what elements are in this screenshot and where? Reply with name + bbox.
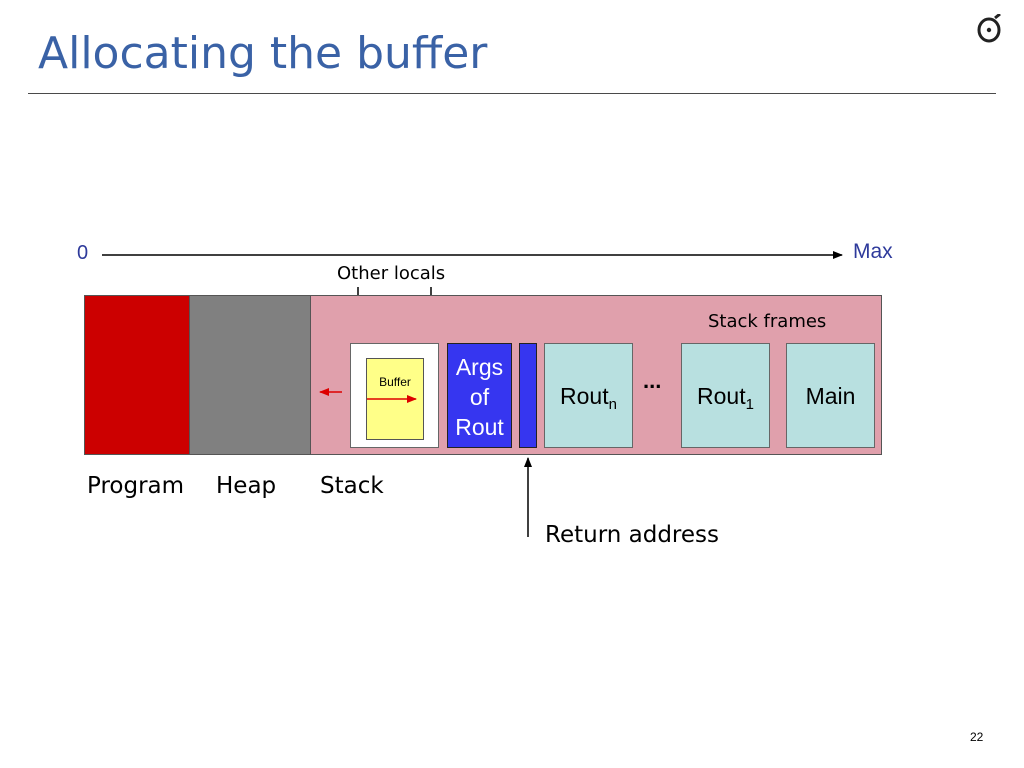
rout-n-subscript: n xyxy=(608,396,617,413)
heap-segment xyxy=(189,295,311,455)
rout-1-label: Rout xyxy=(697,383,746,409)
page-number: 22 xyxy=(970,730,984,744)
stack-frames-label: Stack frames xyxy=(708,311,827,332)
buffer-label: Buffer xyxy=(379,375,411,389)
rout-1-frame: Rout1 xyxy=(681,343,770,448)
program-label: Program xyxy=(87,473,185,499)
rout-n-frame: Routn xyxy=(544,343,633,448)
args-line-2: of xyxy=(469,384,490,410)
rout-1-subscript: 1 xyxy=(745,396,754,413)
axis-end-label: Max xyxy=(853,240,893,263)
buffer-box xyxy=(366,358,424,440)
axis-start-label: 0 xyxy=(77,242,89,264)
stack-label: Stack xyxy=(320,473,384,499)
args-line-1: Args xyxy=(455,354,504,380)
frames-ellipsis: ... xyxy=(643,368,662,393)
title-divider xyxy=(28,93,996,94)
main-label: Main xyxy=(805,383,856,409)
args-of-rout-box: Args of Rout xyxy=(447,343,512,448)
return-address-slot xyxy=(519,343,537,448)
page-title: Allocating the buffer xyxy=(38,28,488,79)
other-locals-label: Other locals xyxy=(337,263,446,284)
heap-label: Heap xyxy=(216,473,277,499)
rout-n-label: Rout xyxy=(560,383,609,409)
main-frame: Main xyxy=(786,343,875,448)
return-address-label: Return address xyxy=(545,522,719,548)
eiffel-logo-icon xyxy=(977,14,1001,43)
program-segment xyxy=(84,295,190,455)
args-line-3: Rout xyxy=(455,414,504,440)
